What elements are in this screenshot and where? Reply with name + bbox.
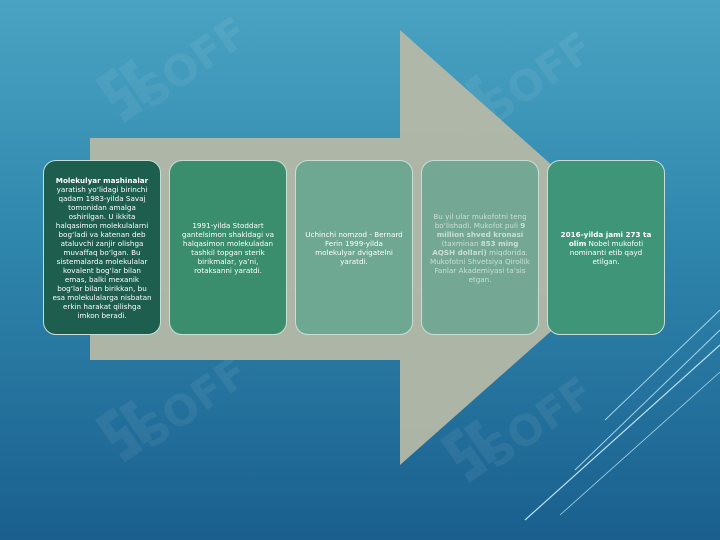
step-4-highlight: 9 million shved kronasi	[436, 220, 526, 239]
step-box-1: Molekulyar mashinalar yaratish yo‘lidagi…	[43, 160, 161, 335]
step-4-post-2: miqdorida. Mukofotni Shvetsiya Qirollik …	[430, 247, 530, 284]
step-5-text: 2016-yilda jami 273 ta olim Nobel mukofo…	[556, 230, 656, 266]
step-2-body: 1991-yilda Stoddart gantelsimon shakldag…	[181, 220, 275, 275]
step-1-body: yaratish yo‘lidagi birinchi qadam 1983-y…	[52, 184, 152, 320]
step-box-4: Bu yil ular mukofotni teng bo‘lishadi. M…	[421, 160, 539, 335]
step-3-text: Uchinchi nomzod - Bernard Ferin 1999-yil…	[304, 230, 404, 266]
step-4-text: Bu yil ular mukofotni teng bo‘lishadi. M…	[430, 212, 530, 284]
step-box-3: Uchinchi nomzod - Bernard Ferin 1999-yil…	[295, 160, 413, 335]
step-4-highlight-2: 853 ming AQSH dollari)	[432, 238, 519, 257]
step-4-pre: Bu yil ular mukofotni teng bo‘lishadi. M…	[433, 211, 527, 230]
step-4-post: (taxminan	[441, 238, 479, 248]
step-box-2: 1991-yilda Stoddart gantelsimon shakldag…	[169, 160, 287, 335]
step-5-body: Nobel mukofoti nominanti etib qayd etilg…	[569, 238, 644, 266]
step-box-5: 2016-yilda jami 273 ta olim Nobel mukofo…	[547, 160, 665, 335]
step-2-text: 1991-yilda Stoddart gantelsimon shakldag…	[178, 221, 278, 275]
step-1-text: Molekulyar mashinalar yaratish yo‘lidagi…	[52, 176, 152, 320]
step-5-highlight: 2016-yilda jami 273 ta olim	[560, 229, 652, 248]
step-3-body: Uchinchi nomzod - Bernard Ferin 1999-yil…	[305, 229, 403, 266]
step-1-title: Molekulyar mashinalar	[55, 175, 149, 185]
